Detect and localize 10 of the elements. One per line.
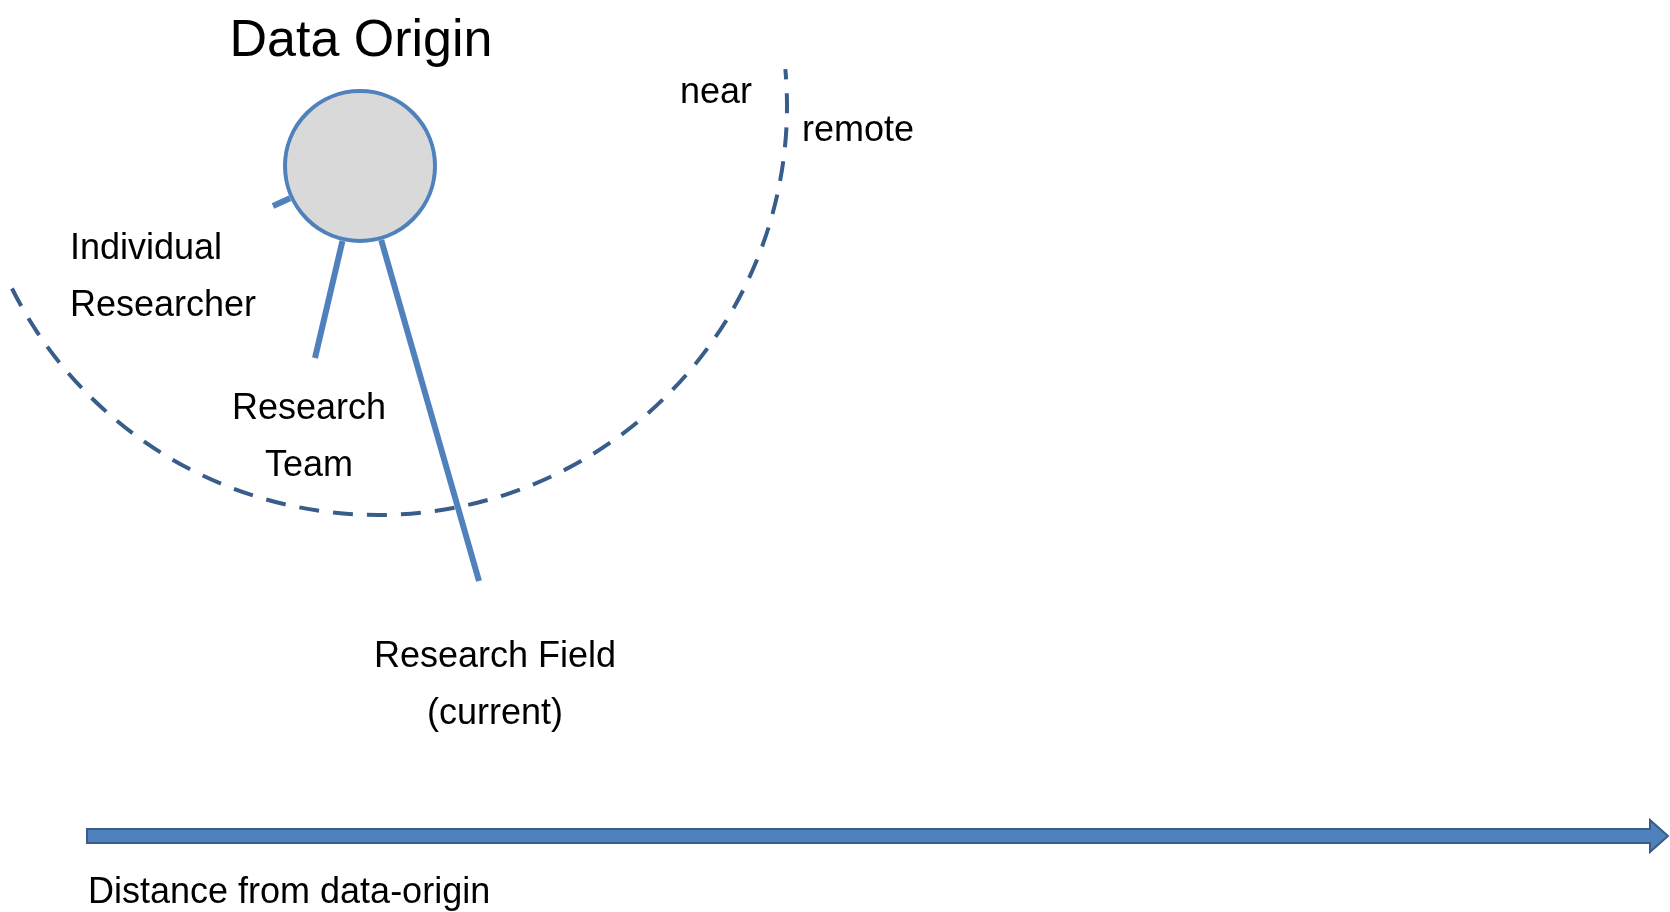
axis-label: Distance from data-origin xyxy=(88,869,491,912)
level-label: Research Team xyxy=(230,385,388,486)
leader-line xyxy=(271,195,292,209)
region-label: near xyxy=(680,69,753,113)
leader-line xyxy=(378,239,482,582)
level-label: Research Field (current) xyxy=(372,633,618,734)
level-label: Individual Researcher xyxy=(70,225,258,326)
region-label: remote xyxy=(802,107,915,151)
leader-line xyxy=(312,240,346,359)
title-text: Data Origin xyxy=(228,8,494,69)
